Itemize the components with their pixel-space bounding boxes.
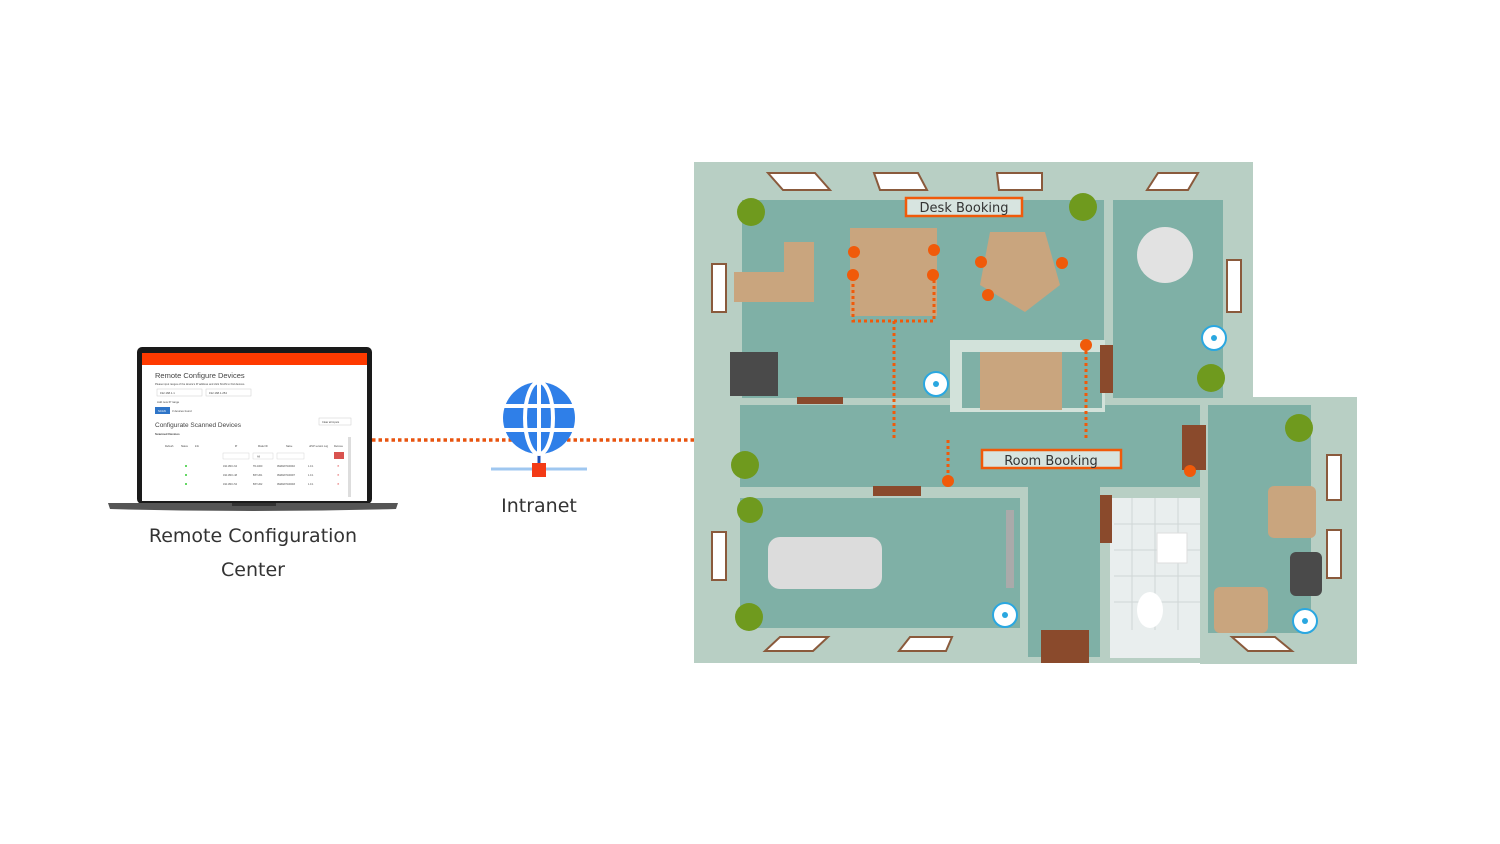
armchair-2 xyxy=(1214,587,1268,633)
sensor-icon xyxy=(1201,325,1227,351)
column-header: uPnP version xyxy=(309,445,324,448)
globe-icon xyxy=(503,380,575,456)
column-header: Name xyxy=(286,445,293,448)
table-row[interactable]: 192.168.1.64 TD-1000 0M20207100010 1.0.1 ✕ xyxy=(185,464,340,468)
screen-title: Remote Configure Devices xyxy=(155,371,245,380)
devices-found: 3 devices found xyxy=(172,409,192,413)
round-table xyxy=(1137,227,1193,283)
row-version: 1.0.1 xyxy=(308,483,314,486)
remote-config-label-line2: Center xyxy=(221,559,285,581)
remote-config-label-line1: Remote Configuration xyxy=(149,525,357,547)
network-port xyxy=(532,463,546,477)
screen-display xyxy=(1006,510,1014,588)
armchair-1 xyxy=(1268,486,1316,538)
corridor-south-floor xyxy=(1028,487,1100,657)
column-header: Info xyxy=(195,445,200,448)
laptop-notch xyxy=(232,503,276,506)
row-version: 1.0.1 xyxy=(308,465,314,468)
row-model: BXT-202 xyxy=(253,483,263,486)
table-row[interactable]: 192.168.1.48 BXT-201 0M20207100007 1.0.1 ✕ xyxy=(185,473,340,477)
conference-table xyxy=(768,537,882,589)
remove-icon[interactable]: ✕ xyxy=(337,473,340,477)
scanned-devices-label: Scanned Devices xyxy=(155,432,180,436)
add-ip-range-link[interactable]: Add new IP range xyxy=(157,400,180,404)
intranet-node: Intranet xyxy=(491,380,587,517)
row-ip: 192.168.1.48 xyxy=(223,474,238,477)
status-dot xyxy=(185,474,187,476)
sensor-icon xyxy=(923,371,949,397)
printer xyxy=(730,352,778,396)
row-name: 0M20207100007 xyxy=(277,474,296,477)
room-booking-label: Room Booking xyxy=(1004,454,1098,469)
clear-inputs-label: Clear all inputs xyxy=(322,420,340,424)
row-ip: 192.168.1.64 xyxy=(223,465,238,468)
status-dot xyxy=(185,465,187,467)
corridor-floor xyxy=(740,405,1200,487)
table-header: Refresh Status Info IP Model ID Name uPnP vers… xyxy=(165,445,344,448)
office-floorplan: Desk Booking Room Booking xyxy=(694,162,1357,664)
sensor-icon xyxy=(1292,608,1318,634)
column-header: Model ID xyxy=(258,445,268,448)
row-ip: 192.168.1.54 xyxy=(223,483,238,486)
remove-icon[interactable]: ✕ xyxy=(337,482,340,486)
doors xyxy=(797,345,1206,663)
ip-to-input[interactable] xyxy=(205,388,252,397)
ip-from-value: 192.168.1.1 xyxy=(160,391,175,395)
name-filter-input[interactable] xyxy=(276,452,305,460)
row-name: 0M20207100003 xyxy=(277,483,296,486)
laptop-base xyxy=(108,503,398,511)
row-model: BXT-201 xyxy=(253,474,263,477)
screen-header-bar xyxy=(142,353,367,365)
table-row[interactable]: 192.168.1.54 BXT-202 0M20207100003 1.0.1 ✕ xyxy=(185,482,340,486)
clear-inputs-button[interactable] xyxy=(318,417,352,426)
column-header: Log xyxy=(324,445,329,448)
windows xyxy=(711,172,1342,652)
desk-cluster-2 xyxy=(980,232,1060,312)
model-filter-value: All xyxy=(257,455,260,459)
sensor-icon xyxy=(992,602,1018,628)
plants xyxy=(731,193,1313,631)
desk-booking-tag: Desk Booking xyxy=(904,196,1024,218)
ip-filter-input[interactable] xyxy=(222,452,250,460)
model-filter-select[interactable] xyxy=(252,452,274,460)
column-header: Status xyxy=(181,445,189,448)
coffee-machine xyxy=(1290,552,1322,596)
section-title: Configurate Scanned Devices xyxy=(155,422,242,429)
remove-all-button[interactable] xyxy=(334,452,344,459)
column-header: IP xyxy=(235,445,238,448)
ip-from-input[interactable] xyxy=(156,388,203,397)
furniture xyxy=(730,227,1322,633)
ip-to-value: 192.168.1.254 xyxy=(209,391,227,395)
row-model: TD-1000 xyxy=(253,465,263,468)
status-dot xyxy=(185,483,187,485)
scan-button[interactable] xyxy=(155,407,170,414)
desk-cluster-1 xyxy=(850,228,937,316)
column-header: Remove xyxy=(334,445,344,448)
desk-booking-label: Desk Booking xyxy=(920,201,1009,216)
laptop: Remote Configure Devices Please input ra… xyxy=(108,347,398,581)
remove-icon[interactable]: ✕ xyxy=(337,464,340,468)
scan-button-label: SCAN xyxy=(158,409,166,413)
sensor-icons xyxy=(923,325,1318,634)
row-name: 0M20207100010 xyxy=(277,465,296,468)
screen-instructions: Please input ranges of the device's IP a… xyxy=(155,382,245,386)
sink xyxy=(1156,532,1188,564)
toilet xyxy=(1137,592,1163,628)
laptop-screen xyxy=(142,353,367,501)
booking-connections xyxy=(847,244,1196,487)
column-header: Refresh xyxy=(165,445,174,448)
room-booking-tag: Room Booking xyxy=(980,448,1123,470)
table-scrollbar[interactable] xyxy=(348,437,351,497)
intranet-label: Intranet xyxy=(501,495,577,517)
row-version: 1.0.1 xyxy=(308,474,314,477)
